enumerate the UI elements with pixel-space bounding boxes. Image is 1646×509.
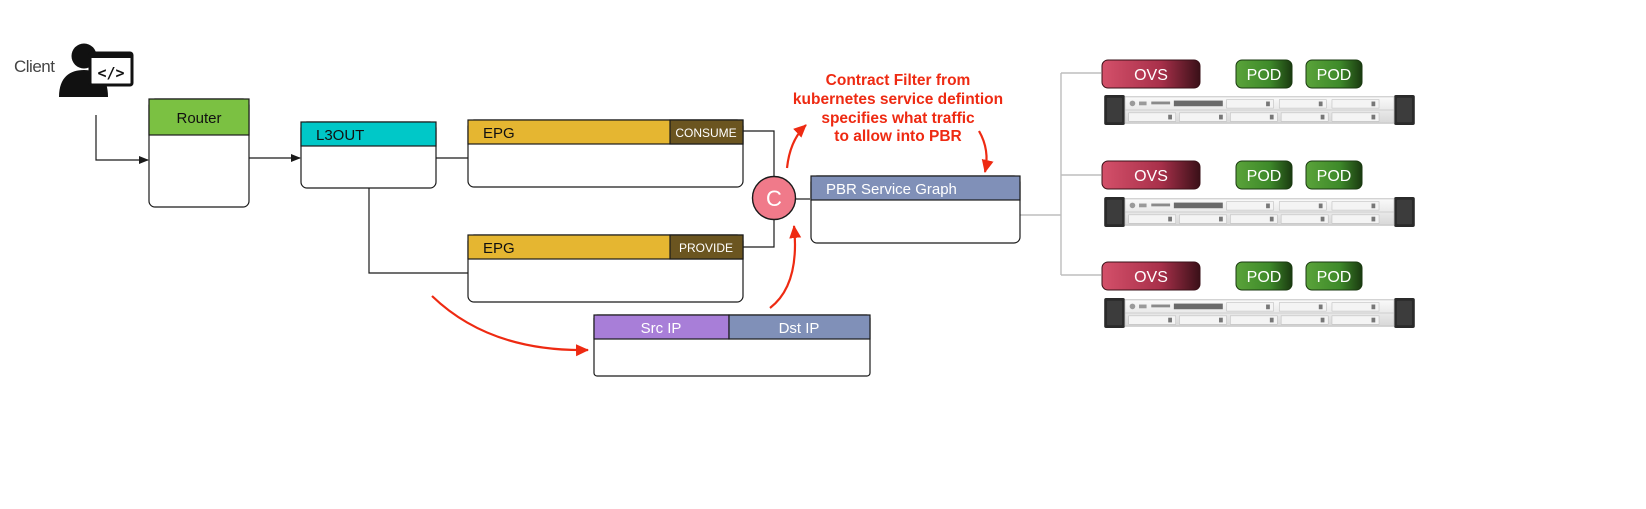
server-node[interactable]: OVS POD POD <box>1101 160 1416 228</box>
l3out-label: L3OUT <box>316 127 364 144</box>
note-line-2: kubernetes service defintion <box>793 91 1003 108</box>
pod-label: POD <box>1317 269 1352 286</box>
arrow-contract-to-note <box>785 124 807 169</box>
pod-label: POD <box>1317 168 1352 185</box>
server-node[interactable]: OVS POD POD <box>1101 261 1416 329</box>
server-links <box>1020 72 1101 276</box>
ovs-label: OVS <box>1134 168 1168 185</box>
pod-label: POD <box>1247 168 1282 185</box>
rack-server-icon <box>1103 196 1416 228</box>
client-label: Client <box>14 57 55 76</box>
arrow-to-filter <box>431 295 589 357</box>
consume-tag: CONSUME <box>675 126 736 140</box>
arrow-note-to-pbr <box>978 130 994 173</box>
note-line-3: specifies what traffic <box>821 110 975 127</box>
server-node[interactable]: OVS POD POD <box>1101 59 1416 126</box>
svg-text:</>: </> <box>97 64 124 82</box>
epg-consume-label: EPG <box>483 125 515 142</box>
filter-box[interactable]: Src IP Dst IP <box>593 314 871 377</box>
router-label: Router <box>176 110 221 127</box>
pbr-service-graph-box[interactable]: PBR Service Graph <box>810 175 1021 244</box>
epg-provide-label: EPG <box>483 240 515 257</box>
pod-label: POD <box>1247 269 1282 286</box>
developer-person-icon: </> <box>59 43 134 97</box>
connector-lines <box>95 115 810 274</box>
pbr-label: PBR Service Graph <box>826 181 957 198</box>
l3out-to-epg-provide-line <box>368 188 468 274</box>
rack-server-icon <box>1103 94 1416 126</box>
note-line-4: to allow into PBR <box>834 128 961 145</box>
client-to-router-line <box>95 115 149 164</box>
router-box[interactable]: Router <box>148 98 250 208</box>
src-ip-label: Src IP <box>641 320 682 337</box>
contract-node[interactable]: C <box>751 175 797 221</box>
l3out-box[interactable]: L3OUT <box>300 121 437 189</box>
provide-to-contract-line <box>743 219 775 248</box>
consume-to-contract-line <box>743 130 775 176</box>
provide-tag: PROVIDE <box>679 241 733 255</box>
dst-ip-label: Dst IP <box>779 320 820 337</box>
epg-consume-box[interactable]: EPG CONSUME <box>467 119 744 188</box>
note-line-1: Contract Filter from <box>826 72 971 89</box>
client: Client </> <box>14 43 134 97</box>
contract-label: C <box>766 186 782 211</box>
annotation-arrows <box>431 124 994 357</box>
ovs-label: OVS <box>1134 67 1168 84</box>
epg-provide-box[interactable]: EPG PROVIDE <box>467 234 744 303</box>
ovs-label: OVS <box>1134 269 1168 286</box>
pod-label: POD <box>1247 67 1282 84</box>
pod-label: POD <box>1317 67 1352 84</box>
rack-server-icon <box>1103 297 1416 329</box>
arrow-filter-to-contract <box>769 225 802 309</box>
annotation-note: Contract Filter from kubernetes service … <box>793 72 1003 145</box>
